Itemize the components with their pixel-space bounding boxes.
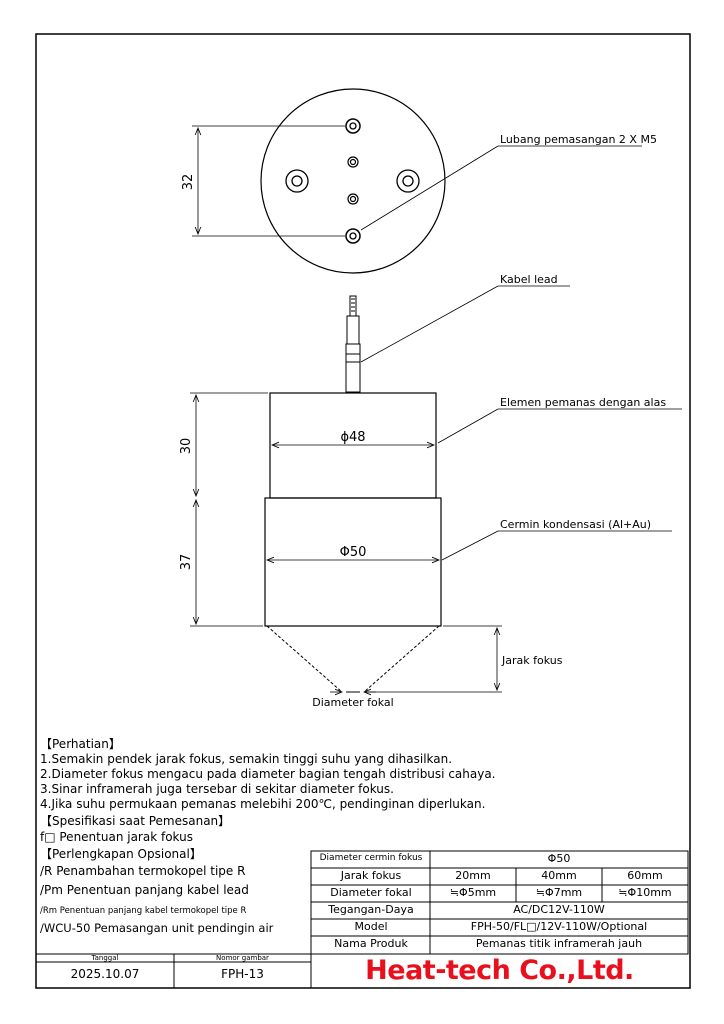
order-item-1: f□ Penentuan jarak fokus xyxy=(40,830,193,844)
title-block-grid xyxy=(36,851,688,988)
product-value: Pemanas titik inframerah jauh xyxy=(475,937,643,950)
focal-distance-1: 20mm xyxy=(455,869,491,882)
voltage-label: Tegangan-Daya xyxy=(328,903,414,916)
date-value: 2025.10.07 xyxy=(70,967,140,981)
dim-lower-height: 37 xyxy=(179,554,194,571)
option-item-3: /Rm Penentuan panjang kabel termokopel t… xyxy=(40,906,247,916)
focal-distance-3: 60mm xyxy=(627,869,663,882)
mirror-body xyxy=(190,497,672,627)
option-item-2: /Pm Penentuan panjang kabel lead xyxy=(40,883,249,897)
caution-item-2: 2.Diameter fokus mengacu pada diameter b… xyxy=(40,767,496,781)
dim-upper-height: 30 xyxy=(179,438,194,455)
voltage-value: AC/DC12V-110W xyxy=(513,903,605,916)
top-view xyxy=(192,88,642,274)
model-value: FPH-50/FL□/12V-110W/Optional xyxy=(470,920,648,933)
focus-cone xyxy=(266,625,502,692)
caution-item-3: 3.Sinar inframerah juga tersebar di seki… xyxy=(40,782,394,796)
drawing-number-value: FPH-13 xyxy=(221,967,264,981)
order-title: 【Spesifikasi saat Pemesanan】 xyxy=(40,814,231,828)
caution-title: 【Perhatian】 xyxy=(40,737,121,751)
callout-focal-diameter: Diameter fokal xyxy=(312,696,393,709)
callout-focal-distance: Jarak fokus xyxy=(501,654,563,667)
dim-lower-diameter: Φ50 xyxy=(340,545,367,560)
mirror-diameter-value: Φ50 xyxy=(547,852,571,865)
focal-distance-2: 40mm xyxy=(541,869,577,882)
focal-diameter-label: Diameter fokal xyxy=(330,886,412,899)
callout-heater-element: Elemen pemanas dengan alas xyxy=(500,396,666,409)
product-label: Nama Produk xyxy=(334,937,408,950)
date-label: Tanggal xyxy=(91,954,119,962)
drawing-border xyxy=(35,33,691,989)
callout-lead-cable: Kabel lead xyxy=(500,273,558,286)
options-title: 【Perlengkapan Opsional】 xyxy=(40,847,202,861)
option-item-1: /R Penambahan termokopel tipe R xyxy=(40,864,246,878)
dim-hole-spacing: 32 xyxy=(181,174,196,191)
focal-distance-label: Jarak fokus xyxy=(340,869,402,882)
caution-item-1: 1.Semakin pendek jarak fokus, semakin ti… xyxy=(40,752,453,766)
callout-condenser-mirror: Cermin kondensasi (Al+Au) xyxy=(500,518,651,531)
model-label: Model xyxy=(354,920,388,933)
dim-upper-diameter: ϕ48 xyxy=(340,430,365,445)
mirror-diameter-label: Diameter cermin fokus xyxy=(319,853,423,863)
caution-item-4: 4.Jika suhu permukaan pemanas melebihi 2… xyxy=(40,797,486,811)
option-item-4: /WCU-50 Pemasangan unit pendingin air xyxy=(40,921,274,935)
focal-diameter-3: ≒Φ10mm xyxy=(618,886,672,899)
lead-cable xyxy=(345,285,570,393)
focal-diameter-1: ≒Φ5mm xyxy=(449,886,497,899)
callout-mounting-holes: Lubang pemasangan 2 X M5 xyxy=(500,133,657,146)
focal-diameter-2: ≒Φ7mm xyxy=(535,886,583,899)
company-logo: Heat-tech Co.,Ltd. xyxy=(365,955,634,986)
drawing-number-label: Nomor gambar xyxy=(216,954,269,962)
